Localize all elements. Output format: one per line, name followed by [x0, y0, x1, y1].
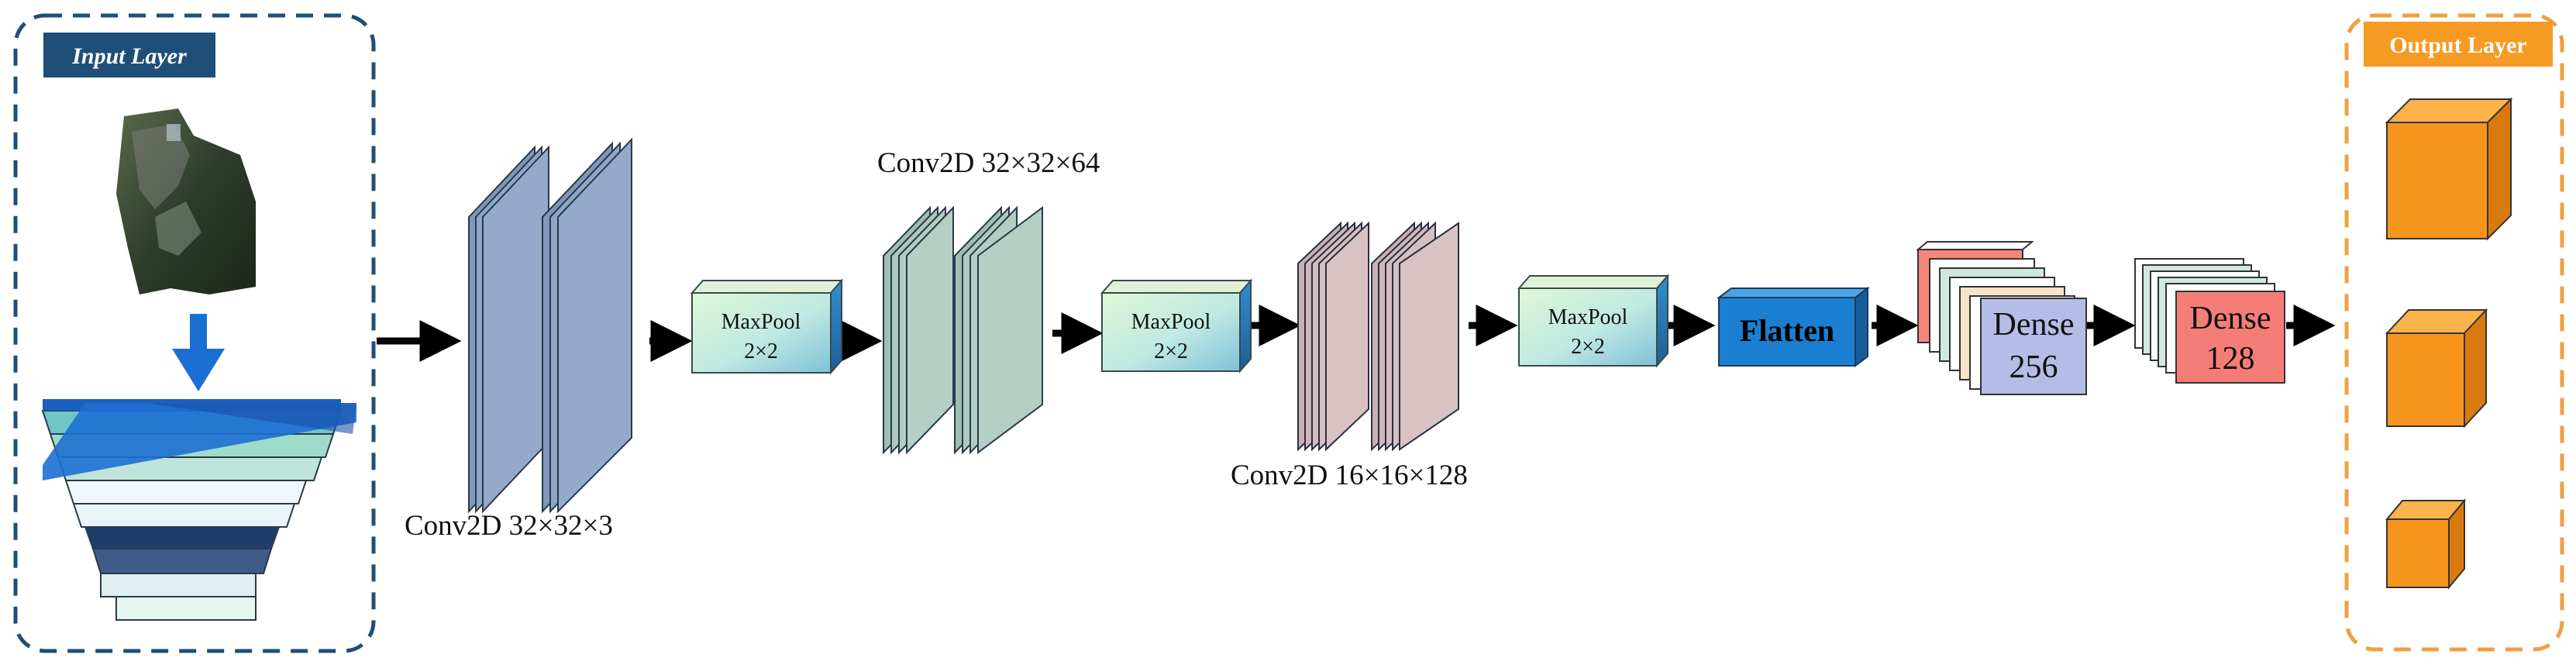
conv1-stack-a	[468, 145, 549, 514]
output-layer-group: Output Layer	[2344, 13, 2564, 652]
output-cube-large	[2385, 97, 2513, 241]
pool2-block: MaxPool 2×2	[1100, 278, 1253, 374]
pool2-size: 2×2	[1154, 339, 1188, 363]
pool2-name: MaxPool	[1131, 310, 1211, 334]
dense1-units: 256	[2009, 349, 2058, 385]
dense2-block: Dense 128	[2134, 258, 2285, 384]
dense1-block: Dense 256	[1916, 241, 2087, 395]
conv1-stack-b	[542, 137, 632, 514]
input-layer-group: Input Layer	[13, 13, 376, 653]
dense2-face	[2175, 291, 2285, 384]
conv2-label: Conv2D 32×32×64	[877, 147, 1100, 179]
dense1-name: Dense	[1993, 307, 2075, 343]
conv3-stack-a	[1297, 221, 1369, 452]
conv3-label: Conv2D 16×16×128	[1231, 460, 1468, 491]
output-layer-title: Output Layer	[2389, 33, 2527, 58]
output-cube-medium	[2385, 308, 2488, 429]
output-layer-frame	[2344, 13, 2564, 652]
pool1-name: MaxPool	[721, 310, 801, 334]
conv1-block: Conv2D 32×32×3	[405, 137, 632, 542]
dense1-face	[1980, 298, 2087, 395]
dense2-units: 128	[2206, 341, 2255, 377]
conv1-label: Conv2D 32×32×3	[405, 510, 613, 542]
conv2-stack-b	[954, 205, 1043, 455]
input-layer-stack-icon	[41, 399, 356, 621]
dense2-name: Dense	[2190, 301, 2271, 336]
pool1-block: MaxPool 2×2	[690, 278, 844, 375]
pool3-block: MaxPool 2×2	[1517, 274, 1670, 368]
pool3-size: 2×2	[1571, 335, 1605, 359]
input-down-arrow-icon	[172, 314, 225, 391]
pool3-name: MaxPool	[1548, 305, 1628, 329]
conv2-block: Conv2D 32×32×64	[877, 147, 1100, 455]
input-layer-title-bg	[43, 33, 215, 77]
conv2-stack-a	[883, 205, 954, 455]
flatten-label: Flatten	[1740, 313, 1834, 348]
input-satellite-image	[116, 108, 256, 294]
conv3-block: Conv2D 16×16×128	[1231, 221, 1468, 491]
conv3-stack-b	[1371, 221, 1459, 452]
output-layer-title-bg	[2364, 22, 2553, 67]
input-layer-frame	[13, 13, 376, 653]
output-cube-small	[2385, 498, 2467, 590]
input-layer-title: Input Layer	[71, 43, 187, 69]
flow-arrows	[377, 305, 2336, 362]
flatten-block: Flatten	[1717, 287, 1870, 367]
pool1-size: 2×2	[744, 339, 778, 363]
